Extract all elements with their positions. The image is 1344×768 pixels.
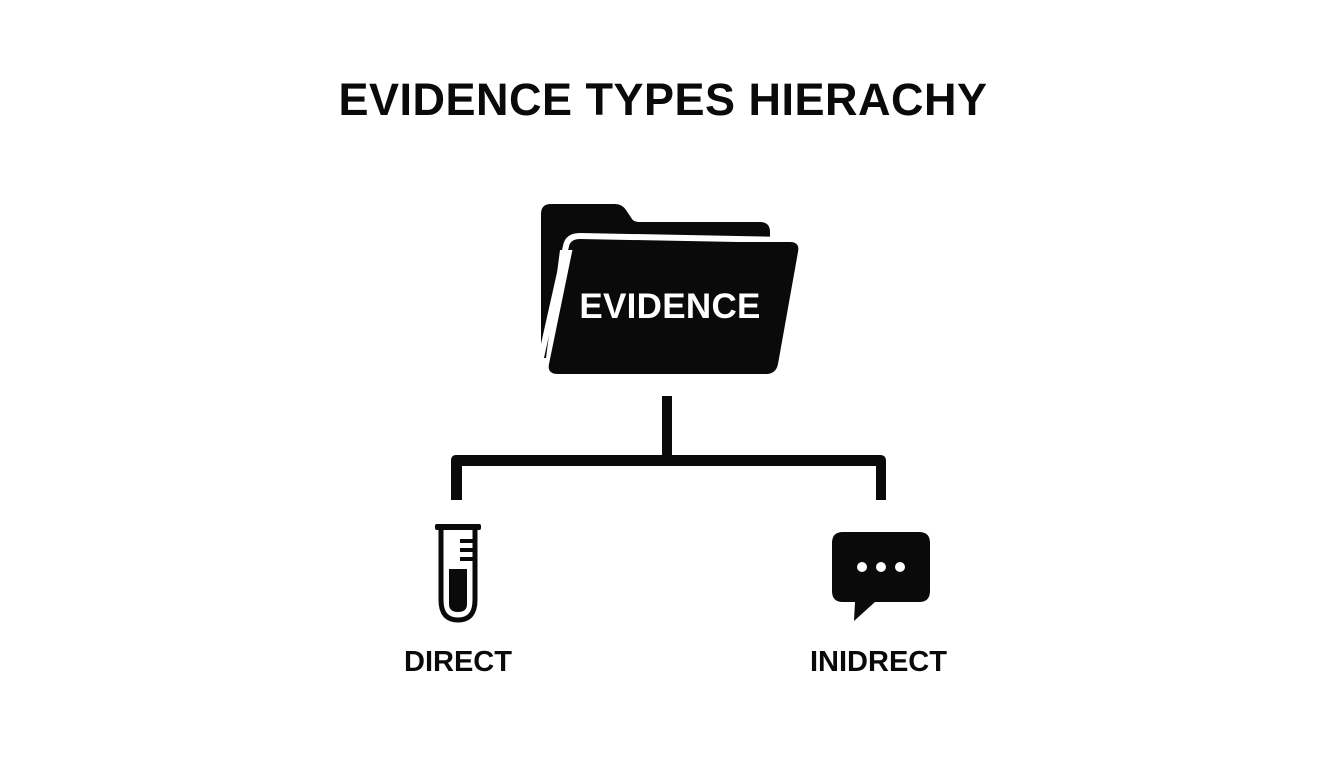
hierarchy-connector [451,396,886,500]
folder-icon [537,204,799,374]
child-node-label-direct: DIRECT [404,646,512,678]
diagram-title: EVIDENCE TYPES HIERACHY [338,74,988,125]
test-tube-icon [435,524,481,623]
speech-bubble-icon [832,532,930,621]
root-node-label: EVIDENCE [579,287,761,326]
child-node-label-indirect: INIDRECT [810,646,947,678]
